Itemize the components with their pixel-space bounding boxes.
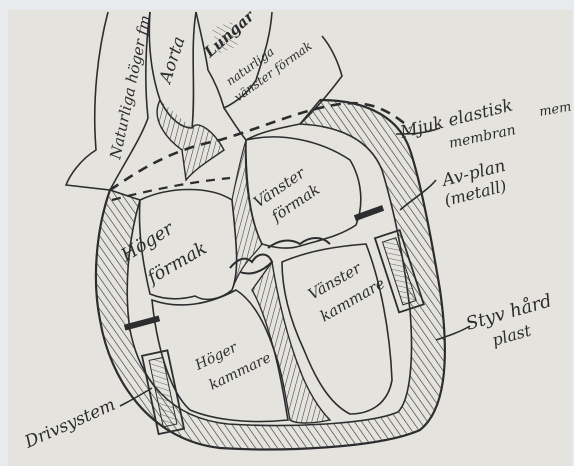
label-drive-system: Drivsystem — [21, 395, 119, 453]
label-natural-right-atrium: Naturliga höger fm — [106, 14, 154, 162]
label-pulmonary: Lungar — [200, 6, 259, 61]
label-aorta: Aorta — [155, 34, 189, 87]
label-soft-membrane-cut: mem — [538, 100, 572, 120]
aorta-root — [157, 100, 224, 180]
